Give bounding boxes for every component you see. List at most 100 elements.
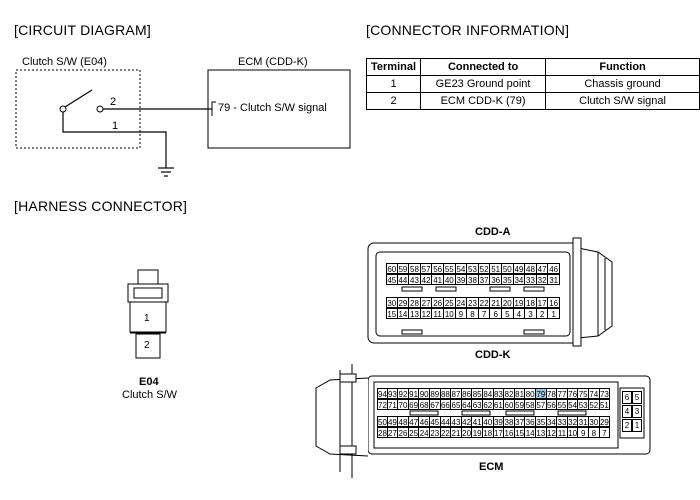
header-connected-to: Connected to [420, 58, 547, 76]
circuit-diagram-title: [CIRCUIT DIAGRAM] [14, 22, 151, 38]
connector-pin: 87 [451, 388, 462, 399]
connector-pin: 31 [548, 274, 560, 285]
connector-pin: 7 [599, 427, 611, 438]
connector-pin: 64 [461, 399, 473, 410]
connector-pin: 93 [387, 388, 399, 399]
connector-pin: 2 [622, 419, 632, 432]
connector-pin: 39 [493, 416, 505, 427]
connector-pin: 81 [514, 388, 526, 399]
connector-pin: 39 [455, 274, 468, 285]
connector-pin: 52 [478, 263, 491, 274]
connector-pin: 67 [430, 399, 441, 410]
connector-pin: 49 [513, 263, 526, 274]
table-row: 2 ECM CDD-K (79) Clutch S/W signal [365, 92, 700, 110]
connector-pin: 33 [557, 416, 568, 427]
connector-info-table: Terminal Connected to Function 1 GE23 Gr… [365, 58, 700, 110]
connector-pin: 23 [430, 427, 441, 438]
connector-pin: 58 [525, 399, 536, 410]
connector-pin: 45 [386, 274, 398, 285]
connector-pin: 78 [546, 388, 558, 399]
connector-pin: 33 [525, 274, 537, 285]
table-cell: GE23 Ground point [420, 75, 547, 93]
connector-pin: 88 [440, 388, 452, 399]
connector-pin: 69 [408, 399, 420, 410]
connector-pin: 35 [536, 416, 547, 427]
connector-pin: 73 [599, 388, 611, 399]
connector-pin: 50 [502, 263, 514, 274]
connector-pin: 91 [408, 388, 420, 399]
connector-pin: 44 [440, 416, 452, 427]
cddk-label: CDD-K [475, 349, 511, 361]
connector-pin: 5 [632, 391, 642, 404]
connector-pin: 26 [398, 427, 409, 438]
connector-pin: 57 [420, 263, 433, 274]
connector-pin: 54 [455, 263, 468, 274]
table-cell: Chassis ground [545, 75, 700, 93]
ground-wire [62, 112, 167, 168]
connector-pin: 53 [578, 399, 589, 410]
connector-pin: 17 [536, 297, 549, 308]
connector-pin: 86 [461, 388, 473, 399]
connector-pin: 13 [536, 427, 547, 438]
connector-pin: 29 [599, 416, 611, 427]
connector-pin: 44 [397, 274, 410, 285]
connector-pin: 15 [514, 427, 526, 438]
connector-pin: 74 [589, 388, 600, 399]
connector-pin: 46 [548, 263, 560, 274]
connector-pin: 12 [546, 427, 558, 438]
connector-pin: 89 [430, 388, 441, 399]
connector-pin: 60 [504, 399, 515, 410]
connector-pin: 8 [589, 427, 600, 438]
connector-pin: 15 [386, 308, 398, 319]
connector-pin: 63 [472, 399, 483, 410]
table-cell: 2 [365, 92, 422, 110]
connector-pin: 38 [504, 416, 515, 427]
connector-pin: 56 [546, 399, 558, 410]
connector-pin: 72 [377, 399, 388, 410]
connector-pin: 25 [408, 427, 420, 438]
connector-pin: 46 [419, 416, 430, 427]
connector-pin: 4 [513, 308, 526, 319]
connector-pin: 45 [430, 416, 441, 427]
cdda-label: CDD-A [475, 226, 511, 238]
connector-pin: 42 [461, 416, 473, 427]
connector-pin: 68 [419, 399, 430, 410]
connector-pin: 14 [525, 427, 536, 438]
e04-pin1: 1 [144, 313, 150, 324]
connector-pin: 76 [567, 388, 579, 399]
connector-pin: 80 [525, 388, 536, 399]
connector-pin: 58 [409, 263, 421, 274]
connector-pin: 40 [444, 274, 456, 285]
connector-pin: 55 [444, 263, 456, 274]
connector-pin: 61 [493, 399, 505, 410]
connector-pin: 10 [444, 308, 456, 319]
connector-pin: 51 [490, 263, 502, 274]
connector-pin: 84 [483, 388, 494, 399]
ecm-label: ECM (CDD-K) [238, 56, 308, 68]
connector-pin: 32 [567, 416, 579, 427]
connector-pin: 28 [409, 297, 421, 308]
connector-pin: 90 [419, 388, 430, 399]
connector-pin: 37 [514, 416, 526, 427]
connector-pin: 13 [409, 308, 421, 319]
connector-pin: 48 [398, 416, 409, 427]
connector-pin: 77 [557, 388, 568, 399]
connector-pin: 48 [525, 263, 537, 274]
switch-lever [64, 89, 93, 108]
connector-pin: 36 [490, 274, 502, 285]
ecm-connector-label: ECM [479, 461, 504, 473]
connector-pin: 4 [622, 405, 632, 418]
connector-pin: 94 [377, 388, 388, 399]
connector-pin: 71 [387, 399, 399, 410]
connector-pin: 18 [483, 427, 494, 438]
connector-pin: 79 [536, 388, 547, 399]
connector-pin: 51 [599, 399, 611, 410]
connector-pin: 20 [502, 297, 514, 308]
connector-pin: 42 [420, 274, 433, 285]
connector-pin: 16 [504, 427, 515, 438]
connector-pin: 40 [483, 416, 494, 427]
connector-pin: 19 [513, 297, 526, 308]
connector-pin: 20 [461, 427, 473, 438]
connector-pin: 57 [536, 399, 547, 410]
